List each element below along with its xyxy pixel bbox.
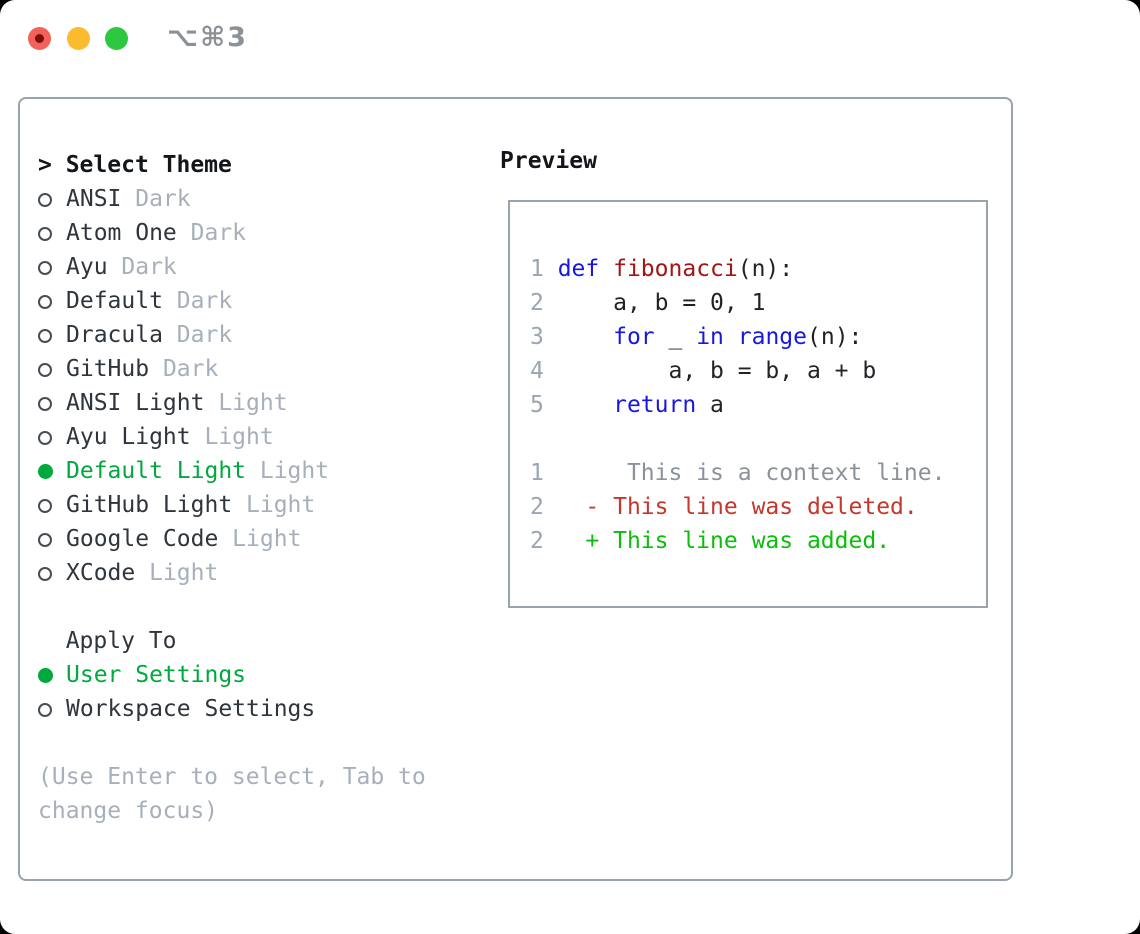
window-shortcut-label: ⌥⌘3	[167, 22, 248, 53]
diff-added-line: 2 + This line was added.	[530, 528, 891, 554]
theme-option-github-dark[interactable]: GitHub Dark	[38, 352, 444, 386]
theme-option-dracula-dark[interactable]: Dracula Dark	[38, 318, 444, 352]
radio-icon	[38, 193, 52, 207]
line-number	[530, 426, 558, 452]
option-label: Default	[66, 288, 163, 314]
option-label: Workspace Settings	[66, 696, 316, 722]
option-variant-label: Light	[190, 424, 274, 450]
option-label: ANSI Light	[66, 390, 205, 416]
theme-option-ansi-light-light[interactable]: ANSI Light Light	[38, 386, 444, 420]
spacer	[38, 726, 444, 760]
code-line: 1 def fibonacci(n):	[530, 256, 794, 282]
theme-option-github-light-light[interactable]: GitHub Light Light	[38, 488, 444, 522]
option-label: Ayu Light	[66, 424, 191, 450]
option-variant-label: Light	[232, 492, 316, 518]
theme-option-google-code-light[interactable]: Google Code Light	[38, 522, 444, 556]
blank-line	[530, 422, 986, 456]
line-number: 4	[530, 358, 558, 384]
theme-option-default-dark[interactable]: Default Dark	[38, 284, 444, 318]
radio-icon	[38, 703, 52, 717]
code-line: 2 a, b = 0, 1	[530, 290, 766, 316]
titlebar: ⌥⌘3	[0, 0, 1140, 76]
radio-icon	[38, 499, 52, 513]
option-label: Google Code	[66, 526, 219, 552]
code-line: 4 a, b = b, a + b	[530, 358, 877, 384]
apply-option-workspace-settings[interactable]: Workspace Settings	[38, 692, 444, 726]
option-variant-label: Dark	[149, 356, 219, 382]
option-label: Ayu	[66, 254, 108, 280]
option-label: GitHub	[66, 356, 150, 382]
apply-to-title: Apply To	[65, 628, 177, 654]
line-number: 5	[530, 392, 558, 418]
code-line: 3 for _ in range(n):	[530, 324, 863, 350]
diff-context-line: 1 This is a context line.	[530, 460, 946, 486]
line-number: 3	[530, 324, 558, 350]
radio-icon	[38, 397, 52, 411]
option-variant-label: Light	[204, 390, 288, 416]
theme-option-xcode-light[interactable]: XCode Light	[38, 556, 444, 590]
radio-selected-icon	[38, 668, 53, 683]
option-label: XCode	[66, 560, 136, 586]
line-number: 1	[530, 460, 558, 486]
close-button[interactable]	[28, 27, 51, 50]
blank-line	[530, 218, 986, 252]
spacer	[38, 590, 444, 624]
preview-code: 1 def fibonacci(n): 2 a, b = 0, 1 3 for _ …	[510, 202, 986, 558]
option-label: Default Light	[66, 458, 247, 484]
option-label: GitHub Light	[66, 492, 233, 518]
radio-icon	[38, 329, 52, 343]
radio-selected-icon	[38, 464, 53, 479]
theme-option-ansi-dark[interactable]: ANSI Dark	[38, 182, 444, 216]
radio-icon	[38, 431, 52, 445]
radio-icon	[38, 567, 52, 581]
option-variant-label: Light	[135, 560, 219, 586]
line-number: 2	[530, 494, 558, 520]
theme-option-default-light-light[interactable]: Default Light Light	[38, 454, 444, 488]
option-variant-label: Dark	[107, 254, 177, 280]
keyboard-hint: (Use Enter to select, Tab to change focu…	[38, 764, 426, 824]
option-label: ANSI	[66, 186, 122, 212]
option-variant-label: Dark	[176, 220, 247, 246]
option-variant-label: Light	[246, 458, 330, 484]
radio-icon	[38, 295, 52, 309]
zoom-button[interactable]	[105, 27, 128, 50]
preview-box: 1 def fibonacci(n): 2 a, b = 0, 1 3 for _ …	[508, 200, 988, 608]
line-number: 2	[530, 290, 558, 316]
option-variant-label: Dark	[162, 288, 233, 314]
radio-icon	[38, 227, 52, 241]
option-variant-label: Dark	[162, 322, 233, 348]
radio-icon	[38, 261, 52, 275]
radio-icon	[38, 363, 52, 377]
prompt-icon: >	[38, 152, 66, 178]
theme-option-atom-one-dark[interactable]: Atom One Dark	[38, 216, 444, 250]
theme-option-ayu-dark[interactable]: Ayu Dark	[38, 250, 444, 284]
option-variant-label: Dark	[121, 186, 191, 212]
close-button-dot-icon	[35, 34, 44, 43]
theme-option-ayu-light-light[interactable]: Ayu Light Light	[38, 420, 444, 454]
code-line: 5 return a	[530, 392, 724, 418]
option-label: Atom One	[66, 220, 177, 246]
minimize-button[interactable]	[67, 27, 90, 50]
apply-option-user-settings[interactable]: User Settings	[38, 658, 444, 692]
preview-title: Preview	[500, 148, 597, 174]
select-theme-title: > Select Theme	[38, 152, 232, 178]
line-number: 1	[530, 256, 558, 282]
option-label: User Settings	[66, 662, 247, 688]
line-number: 2	[530, 528, 558, 554]
diff-deleted-line: 2 - This line was deleted.	[530, 494, 918, 520]
option-variant-label: Light	[218, 526, 302, 552]
option-label: Dracula	[66, 322, 163, 348]
line-number	[530, 222, 558, 248]
radio-icon	[38, 533, 52, 547]
